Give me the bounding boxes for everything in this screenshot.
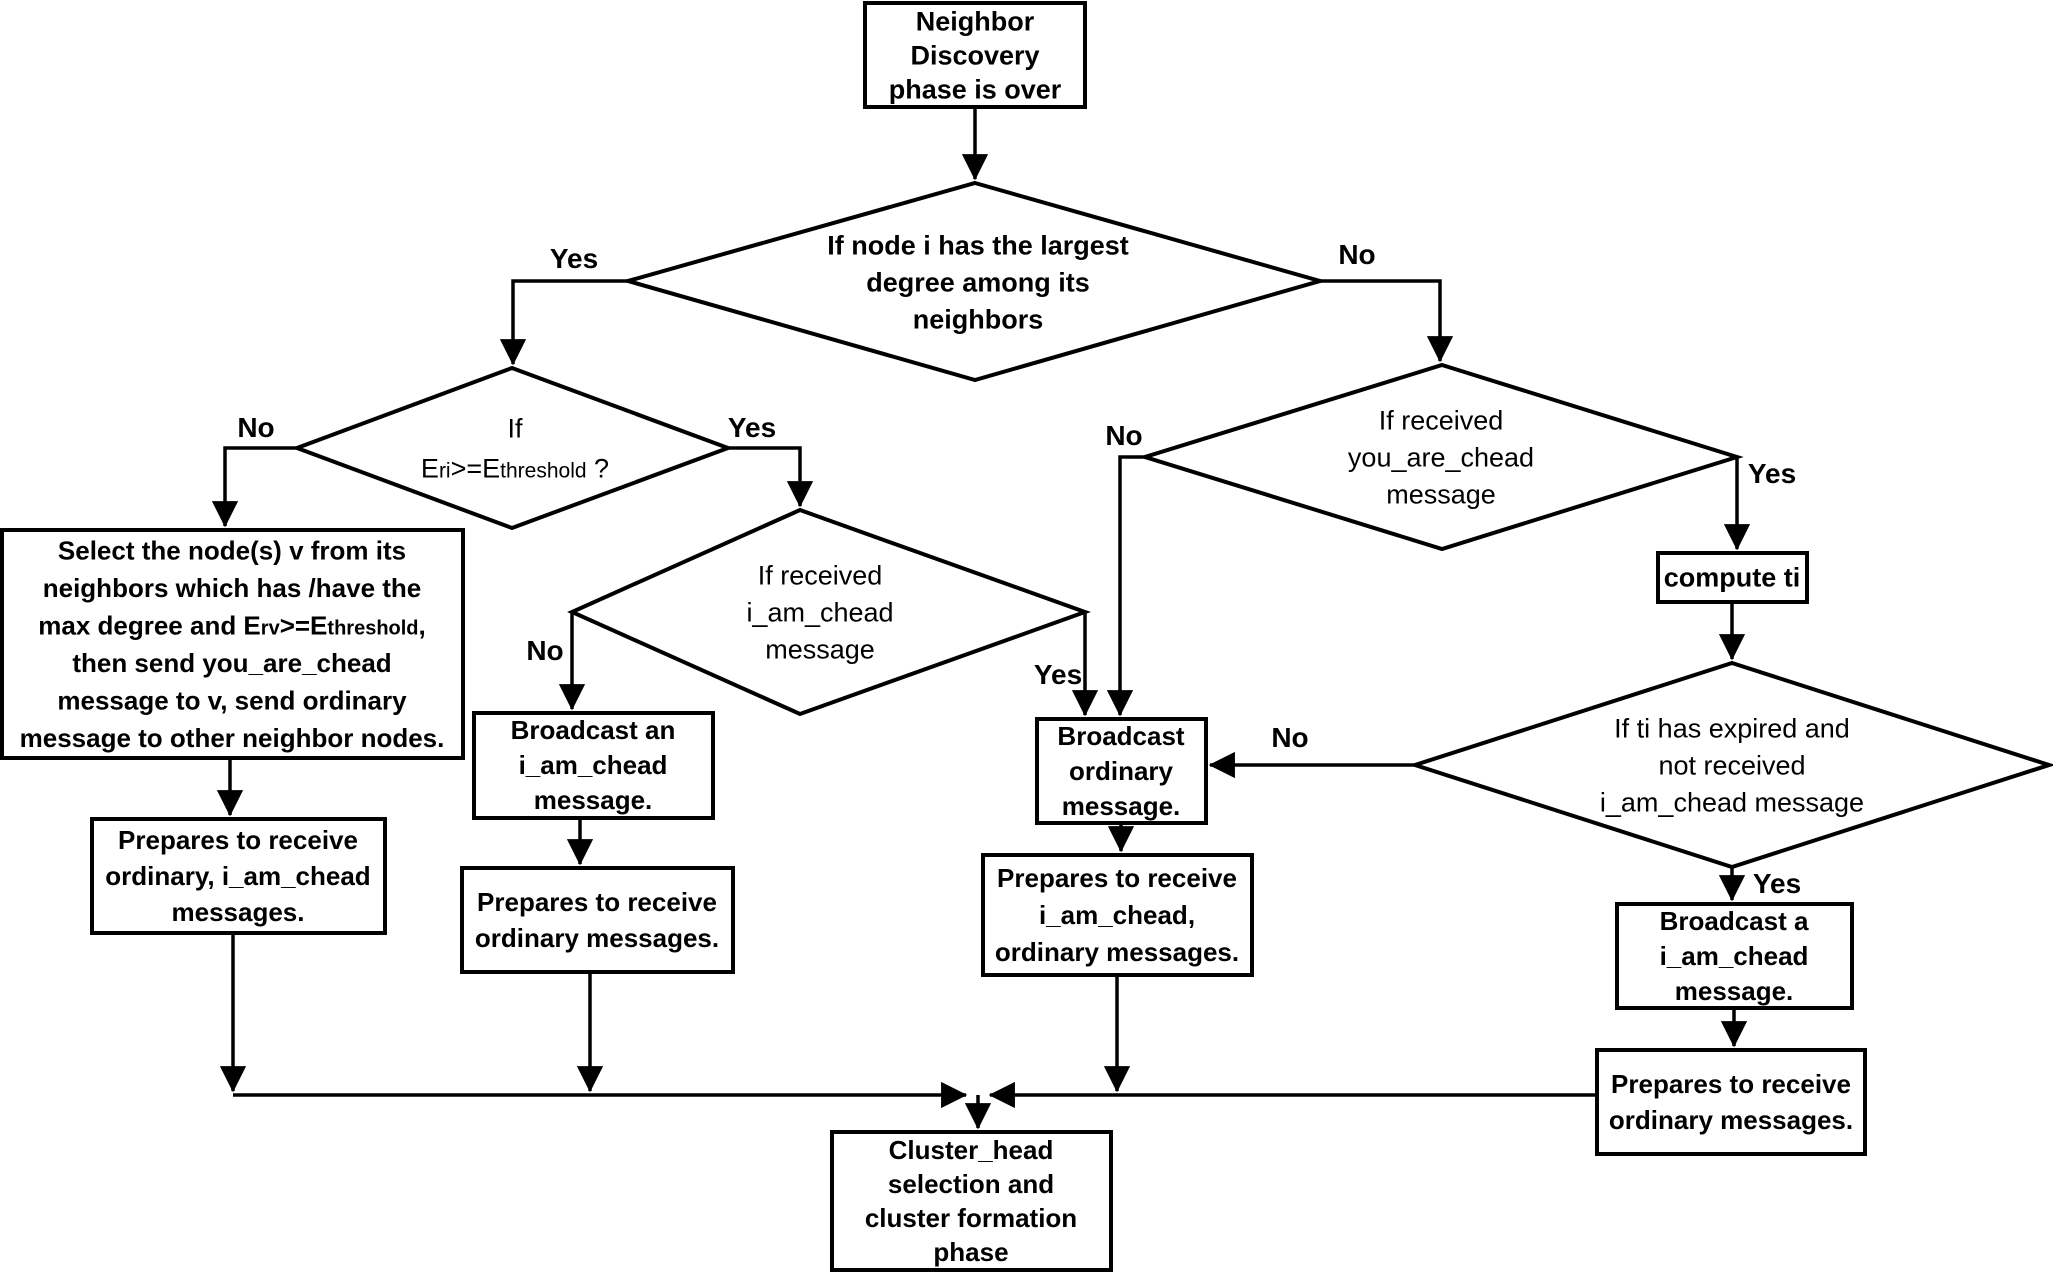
decision-largest-degree-text: If node i has the largest (827, 230, 1129, 260)
broadcast-ordinary-box-text: message. (1062, 791, 1181, 821)
decision-largest-degree: If node i has the largest degree among it… (620, 180, 1328, 383)
broadcast-a-iamchead-box-text: message. (1675, 976, 1794, 1006)
select-node-v-box-text: neighbors which has /have the (43, 573, 422, 603)
prepares-ordinary-messages-right-box: Prepares to receive ordinary messages. (1595, 1048, 1867, 1156)
prepares-iamchead-ordinary-box-outline (981, 853, 1254, 977)
neighbor-discovery-box-text: phase is over (889, 74, 1062, 104)
decision-received-youarechead-outline (1138, 362, 1744, 552)
cluster-head-selection-box-text: selection and (888, 1169, 1054, 1199)
decision-largest-degree-outline (620, 180, 1328, 383)
prepares-ordinary-messages-right-box-text: ordinary messages. (1609, 1105, 1853, 1135)
broadcast-ordinary-box-outline (1035, 717, 1208, 825)
label-ti-expired-yes: Yes (1753, 868, 1801, 899)
label-received-youarechead-no: No (1105, 420, 1142, 451)
prepares-ordinary-messages-left-box-text: Prepares to receive (477, 887, 717, 917)
decision-energy-threshold-outline (291, 365, 734, 531)
decision-ti-expired-outline (1408, 660, 2053, 870)
broadcast-ordinary-box-text: Broadcast (1057, 721, 1184, 751)
compute-ti-box-outline (1656, 551, 1809, 604)
decision-received-youarechead-text: message (1386, 479, 1496, 509)
decision-received-youarechead-text: If received (1379, 405, 1504, 435)
prepares-ordinary-messages-left-box-text: ordinary messages. (475, 923, 719, 953)
prepares-ordinary-iamchead-box: Prepares to receive ordinary, i_am_cheadm… (90, 817, 387, 935)
decision-received-iamchead-outline (567, 507, 1091, 717)
select-node-v-box-text: Select the node(s) v from its (58, 535, 406, 565)
label-ti-expired-no: No (1271, 722, 1308, 753)
broadcast-an-iamchead-box-text: message. (534, 785, 653, 815)
broadcast-an-iamchead-box-text: Broadcast an (511, 715, 676, 745)
select-node-v-box-text: max degree and Erv>=Ethreshold, (38, 610, 426, 640)
decision-received-iamchead-text: i_am_chead (746, 597, 893, 627)
decision-ti-expired: If ti has expired and not received i_am_ch… (1408, 660, 2053, 870)
compute-ti-box-text: compute ti (1664, 562, 1801, 592)
prepares-iamchead-ordinary-box-text: ordinary messages. (995, 937, 1239, 967)
prepares-iamchead-ordinary-box: Prepares to receive i_am_chead, ordinary m… (981, 853, 1254, 977)
broadcast-ordinary-box: Broadcast ordinary message. (1035, 717, 1208, 825)
prepares-ordinary-messages-left-box: Prepares to receive ordinary messages. (460, 866, 735, 974)
label-largest-degree-no: No (1338, 239, 1375, 270)
neighbor-discovery-box-outline (863, 1, 1087, 109)
prepares-ordinary-iamchead-box-text: ordinary, i_am_chead (105, 861, 370, 891)
compute-ti-box: compute ti (1656, 551, 1809, 604)
broadcast-a-iamchead-box-text: Broadcast a (1660, 906, 1809, 936)
label-energy-threshold-no: No (237, 412, 274, 443)
select-node-v-box-outline (0, 528, 465, 760)
prepares-ordinary-iamchead-box-outline (90, 817, 387, 935)
broadcast-a-iamchead-box-text: i_am_chead (1660, 941, 1809, 971)
cluster-head-selection-box-outline (830, 1130, 1113, 1272)
select-node-v-box-text: message to other neighbor nodes. (20, 723, 445, 753)
broadcast-ordinary-box-text: ordinary (1069, 756, 1174, 786)
prepares-ordinary-messages-left-box-outline (460, 866, 735, 974)
decision-largest-degree-text: degree among its (866, 267, 1090, 297)
edge-received-youarechead-no (1106, 455, 1145, 717)
label-energy-threshold-yes: Yes (728, 412, 776, 443)
decision-received-iamchead-text: If received (758, 560, 883, 590)
cluster-head-selection-box-text: Cluster_head (889, 1135, 1054, 1165)
label-largest-degree-yes: Yes (550, 243, 598, 274)
decision-energy-threshold-text: If (507, 413, 523, 443)
decision-ti-expired-text: If ti has expired and (1614, 713, 1850, 743)
select-node-v-box: Select the node(s) v from its neighbors w… (0, 528, 465, 760)
prepares-ordinary-messages-right-box-outline (1595, 1048, 1867, 1156)
prepares-ordinary-iamchead-box-text: messages. (172, 897, 305, 927)
broadcast-an-iamchead-box: Broadcast an i_am_chead message. (472, 711, 715, 820)
decision-received-youarechead-text: you_are_chead (1348, 442, 1534, 472)
edge-energy-threshold-no (211, 446, 297, 528)
prepares-ordinary-iamchead-box-text: Prepares to receive (118, 825, 358, 855)
prepares-iamchead-ordinary-box-text: i_am_chead, (1039, 900, 1195, 930)
label-received-iamchead-no: No (526, 635, 563, 666)
neighbor-discovery-box-text: Discovery (910, 40, 1039, 70)
prepares-ordinary-messages-right-box-text: Prepares to receive (1611, 1069, 1851, 1099)
decision-ti-expired-text: not received (1658, 750, 1805, 780)
edge-largest-degree-no (1320, 279, 1454, 363)
label-received-youarechead-yes: Yes (1748, 458, 1796, 489)
cluster-head-selection-box-text: cluster formation (865, 1203, 1077, 1233)
decision-largest-degree-text: neighbors (913, 304, 1044, 334)
broadcast-a-iamchead-box-outline (1615, 902, 1854, 1010)
broadcast-an-iamchead-box-outline (472, 711, 715, 820)
cluster-head-selection-box: Cluster_head selection and cluster formati… (830, 1130, 1113, 1272)
broadcast-an-iamchead-box-text: i_am_chead (519, 750, 668, 780)
label-received-iamchead-yes: Yes (1034, 659, 1082, 690)
edge-energy-threshold-yes (728, 446, 814, 508)
decision-ti-expired-text: i_am_chead message (1600, 787, 1864, 817)
prepares-iamchead-ordinary-box-text: Prepares to receive (997, 863, 1237, 893)
decision-received-iamchead-text: message (765, 634, 875, 664)
select-node-v-box-text: then send you_are_chead (72, 648, 391, 678)
decision-energy-threshold-text: Eri>=Ethreshold ? (421, 453, 609, 483)
broadcast-a-iamchead-box: Broadcast a i_am_chead message. (1615, 902, 1854, 1010)
select-node-v-box-text: message to v, send ordinary (57, 685, 407, 715)
edge-largest-degree-yes (499, 279, 628, 366)
neighbor-discovery-box-text: Neighbor (916, 6, 1035, 36)
cluster-head-selection-box-text: phase (933, 1237, 1008, 1267)
